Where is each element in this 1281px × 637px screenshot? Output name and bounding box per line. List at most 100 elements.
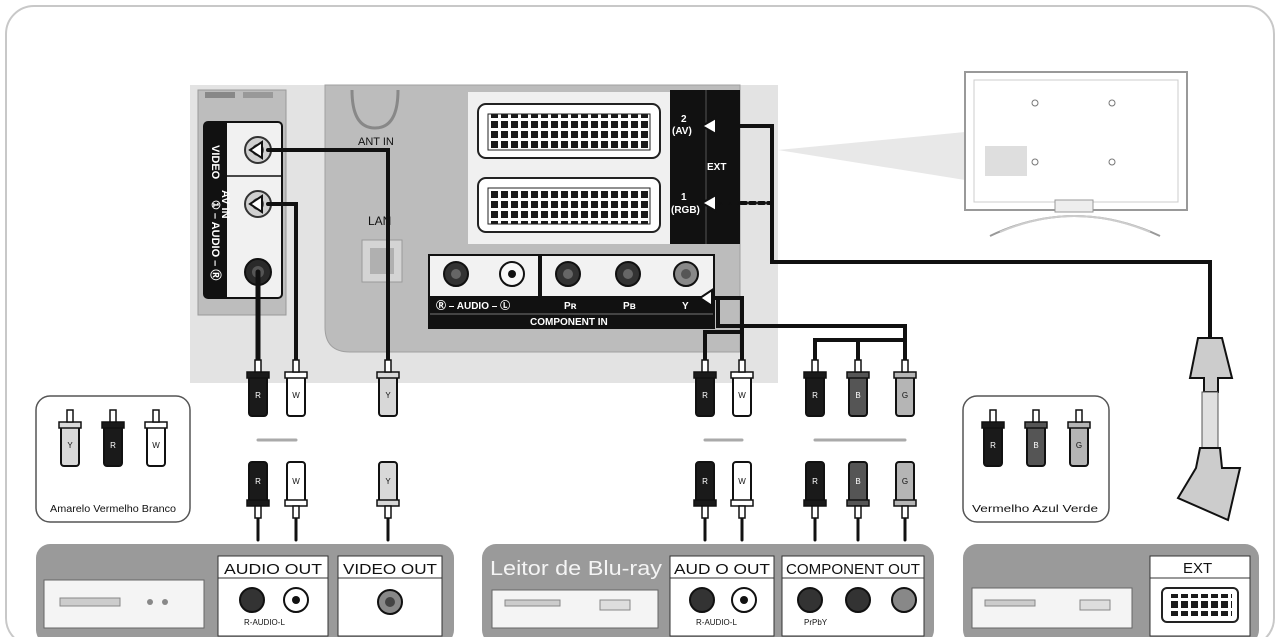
av-plug-bottom-2-collar bbox=[376, 499, 400, 507]
comp-plug-bottom-0-letter: R bbox=[702, 477, 708, 486]
device-middle-audio-sub: R-AUDIO-L bbox=[696, 618, 737, 627]
device-right-tray bbox=[984, 599, 1036, 607]
legend-right-plug-1-collar bbox=[1024, 421, 1048, 429]
arrow-component-y bbox=[698, 288, 713, 308]
tv-mount-hole-1 bbox=[1031, 99, 1039, 107]
av-in-audio-label: ① – AUDIO – Ⓡ bbox=[209, 200, 223, 280]
device-right-scart-pins bbox=[1168, 594, 1232, 616]
ext-port2-sub: (AV) bbox=[672, 126, 692, 137]
comp-plug-bottom-1: W bbox=[730, 461, 754, 519]
arrows bbox=[248, 116, 717, 308]
television bbox=[964, 71, 1188, 237]
comp-plug-top-0: R bbox=[693, 359, 717, 417]
cables bbox=[255, 124, 1212, 542]
arrow-av-audio bbox=[248, 194, 263, 214]
comp-plug-top-0-tip bbox=[701, 359, 709, 373]
av-plug-top-0-collar bbox=[246, 371, 270, 379]
device-left-display bbox=[59, 597, 121, 607]
comp-plug-top-1-collar bbox=[730, 371, 754, 379]
av-plug-bottom-2: Y bbox=[376, 461, 400, 519]
comp-plug-bottom-4-letter: G bbox=[902, 477, 908, 486]
av-plug-bottom-1-collar bbox=[284, 499, 308, 507]
comp-plug-bottom-3-collar bbox=[846, 499, 870, 507]
device-right-display bbox=[1079, 599, 1111, 611]
tv-mount-hole-3 bbox=[1031, 158, 1039, 166]
legend-right-caption: Vermelho Azul Verde bbox=[972, 504, 1099, 515]
component-pr-jack-core bbox=[563, 269, 573, 279]
device-left-video-core bbox=[385, 597, 395, 607]
comp-plug-bottom-3: B bbox=[846, 461, 870, 519]
tv-mount-hole-4 bbox=[1108, 158, 1116, 166]
legend-left-plug-0-tip bbox=[66, 409, 74, 423]
device-left-audio-out bbox=[217, 555, 329, 637]
component-audio-l-jack-core bbox=[508, 270, 516, 278]
av-plug-top-0-tip bbox=[254, 359, 262, 373]
component-pb-label: Pʙ bbox=[623, 301, 636, 312]
tv-stand-inner bbox=[999, 215, 1151, 233]
scart-plugs bbox=[1176, 337, 1242, 522]
legend-left-plug-2: W bbox=[144, 409, 168, 467]
lan-label: LAN bbox=[368, 214, 391, 228]
lan-port-inner bbox=[370, 248, 394, 274]
legend-right-plug-2: G bbox=[1067, 409, 1091, 467]
device-middle-component-out-label: COMPONENT OUT bbox=[786, 561, 920, 578]
component-pb-jack-core bbox=[623, 269, 633, 279]
comp-plug-top-4-letter: G bbox=[902, 391, 908, 400]
comp-plug-top-2-letter: R bbox=[812, 391, 818, 400]
legend-right-plug-2-tip bbox=[1075, 409, 1083, 423]
av-in-group-label: AV IN bbox=[219, 190, 231, 219]
arrow-ext-rgb bbox=[699, 193, 717, 213]
comp-plug-top-2-tip bbox=[811, 359, 819, 373]
av-plug-bottom-0: R bbox=[246, 461, 270, 519]
legend-right-plug-2-collar bbox=[1067, 421, 1091, 429]
comp-plug-bottom-3-letter: B bbox=[855, 477, 860, 486]
legend-left-plug-0-collar bbox=[58, 421, 82, 429]
legend-right-plug-0-collar bbox=[981, 421, 1005, 429]
ext-port1-sub: (RGB) bbox=[671, 205, 700, 216]
cable-comp-video-lead bbox=[716, 296, 907, 342]
av-plug-top-2-letter: Y bbox=[385, 391, 391, 400]
av-plug-bottom-0-collar bbox=[246, 499, 270, 507]
comp-plug-top-1-letter: W bbox=[738, 391, 746, 400]
comp-plug-bottom-2-collar bbox=[803, 499, 827, 507]
device-middle-audio-out bbox=[669, 555, 775, 637]
device-middle-pr-jack bbox=[797, 587, 823, 613]
component-audio-label: Ⓡ – AUDIO – Ⓛ bbox=[436, 299, 510, 312]
comp-plug-top-3: B bbox=[846, 359, 870, 417]
legend-left-caption: Amarelo Vermelho Branco bbox=[50, 504, 176, 515]
device-middle-audio-l-core bbox=[740, 596, 748, 604]
comp-plug-top-0-letter: R bbox=[702, 391, 708, 400]
comp-plug-top-2: R bbox=[803, 359, 827, 417]
comp-plug-top-3-tip bbox=[854, 359, 862, 373]
scart-port-1-pins bbox=[487, 187, 651, 225]
legend-left-plug-2-letter: W bbox=[152, 441, 160, 450]
legend-right-plug-2-letter: G bbox=[1076, 441, 1082, 450]
legend-right-plug-0: R bbox=[981, 409, 1005, 467]
comp-plug-top-1: W bbox=[730, 359, 754, 417]
av-in-label-strip bbox=[205, 122, 227, 298]
av-plug-top-2-tip bbox=[384, 359, 392, 373]
arrow-ext-av bbox=[699, 116, 717, 136]
device-left-knob-2 bbox=[162, 599, 168, 605]
comp-plug-top-0-collar bbox=[693, 371, 717, 379]
comp-plug-top-4-tip bbox=[901, 359, 909, 373]
device-left-audio-sub: R-AUDIO-L bbox=[244, 618, 285, 627]
legend-left-plug-2-tip bbox=[152, 409, 160, 423]
device-middle-pb-jack bbox=[845, 587, 871, 613]
component-y-jack-core bbox=[681, 269, 691, 279]
ext-port2-number: 2 bbox=[681, 114, 687, 125]
component-y-label: Y bbox=[682, 301, 689, 312]
av-plug-bottom-0-letter: R bbox=[255, 477, 261, 486]
comp-plug-bottom-1-letter: W bbox=[738, 477, 746, 486]
scart-port-2-pins bbox=[487, 113, 651, 151]
device-middle: Leitor de Blu-ray AUD O OUT R-AUDIO-L CO… bbox=[482, 544, 934, 637]
comp-plug-bottom-1-tip bbox=[738, 505, 746, 519]
tv-mount-hole-2 bbox=[1108, 99, 1116, 107]
comp-plug-bottom-0-collar bbox=[693, 499, 717, 507]
